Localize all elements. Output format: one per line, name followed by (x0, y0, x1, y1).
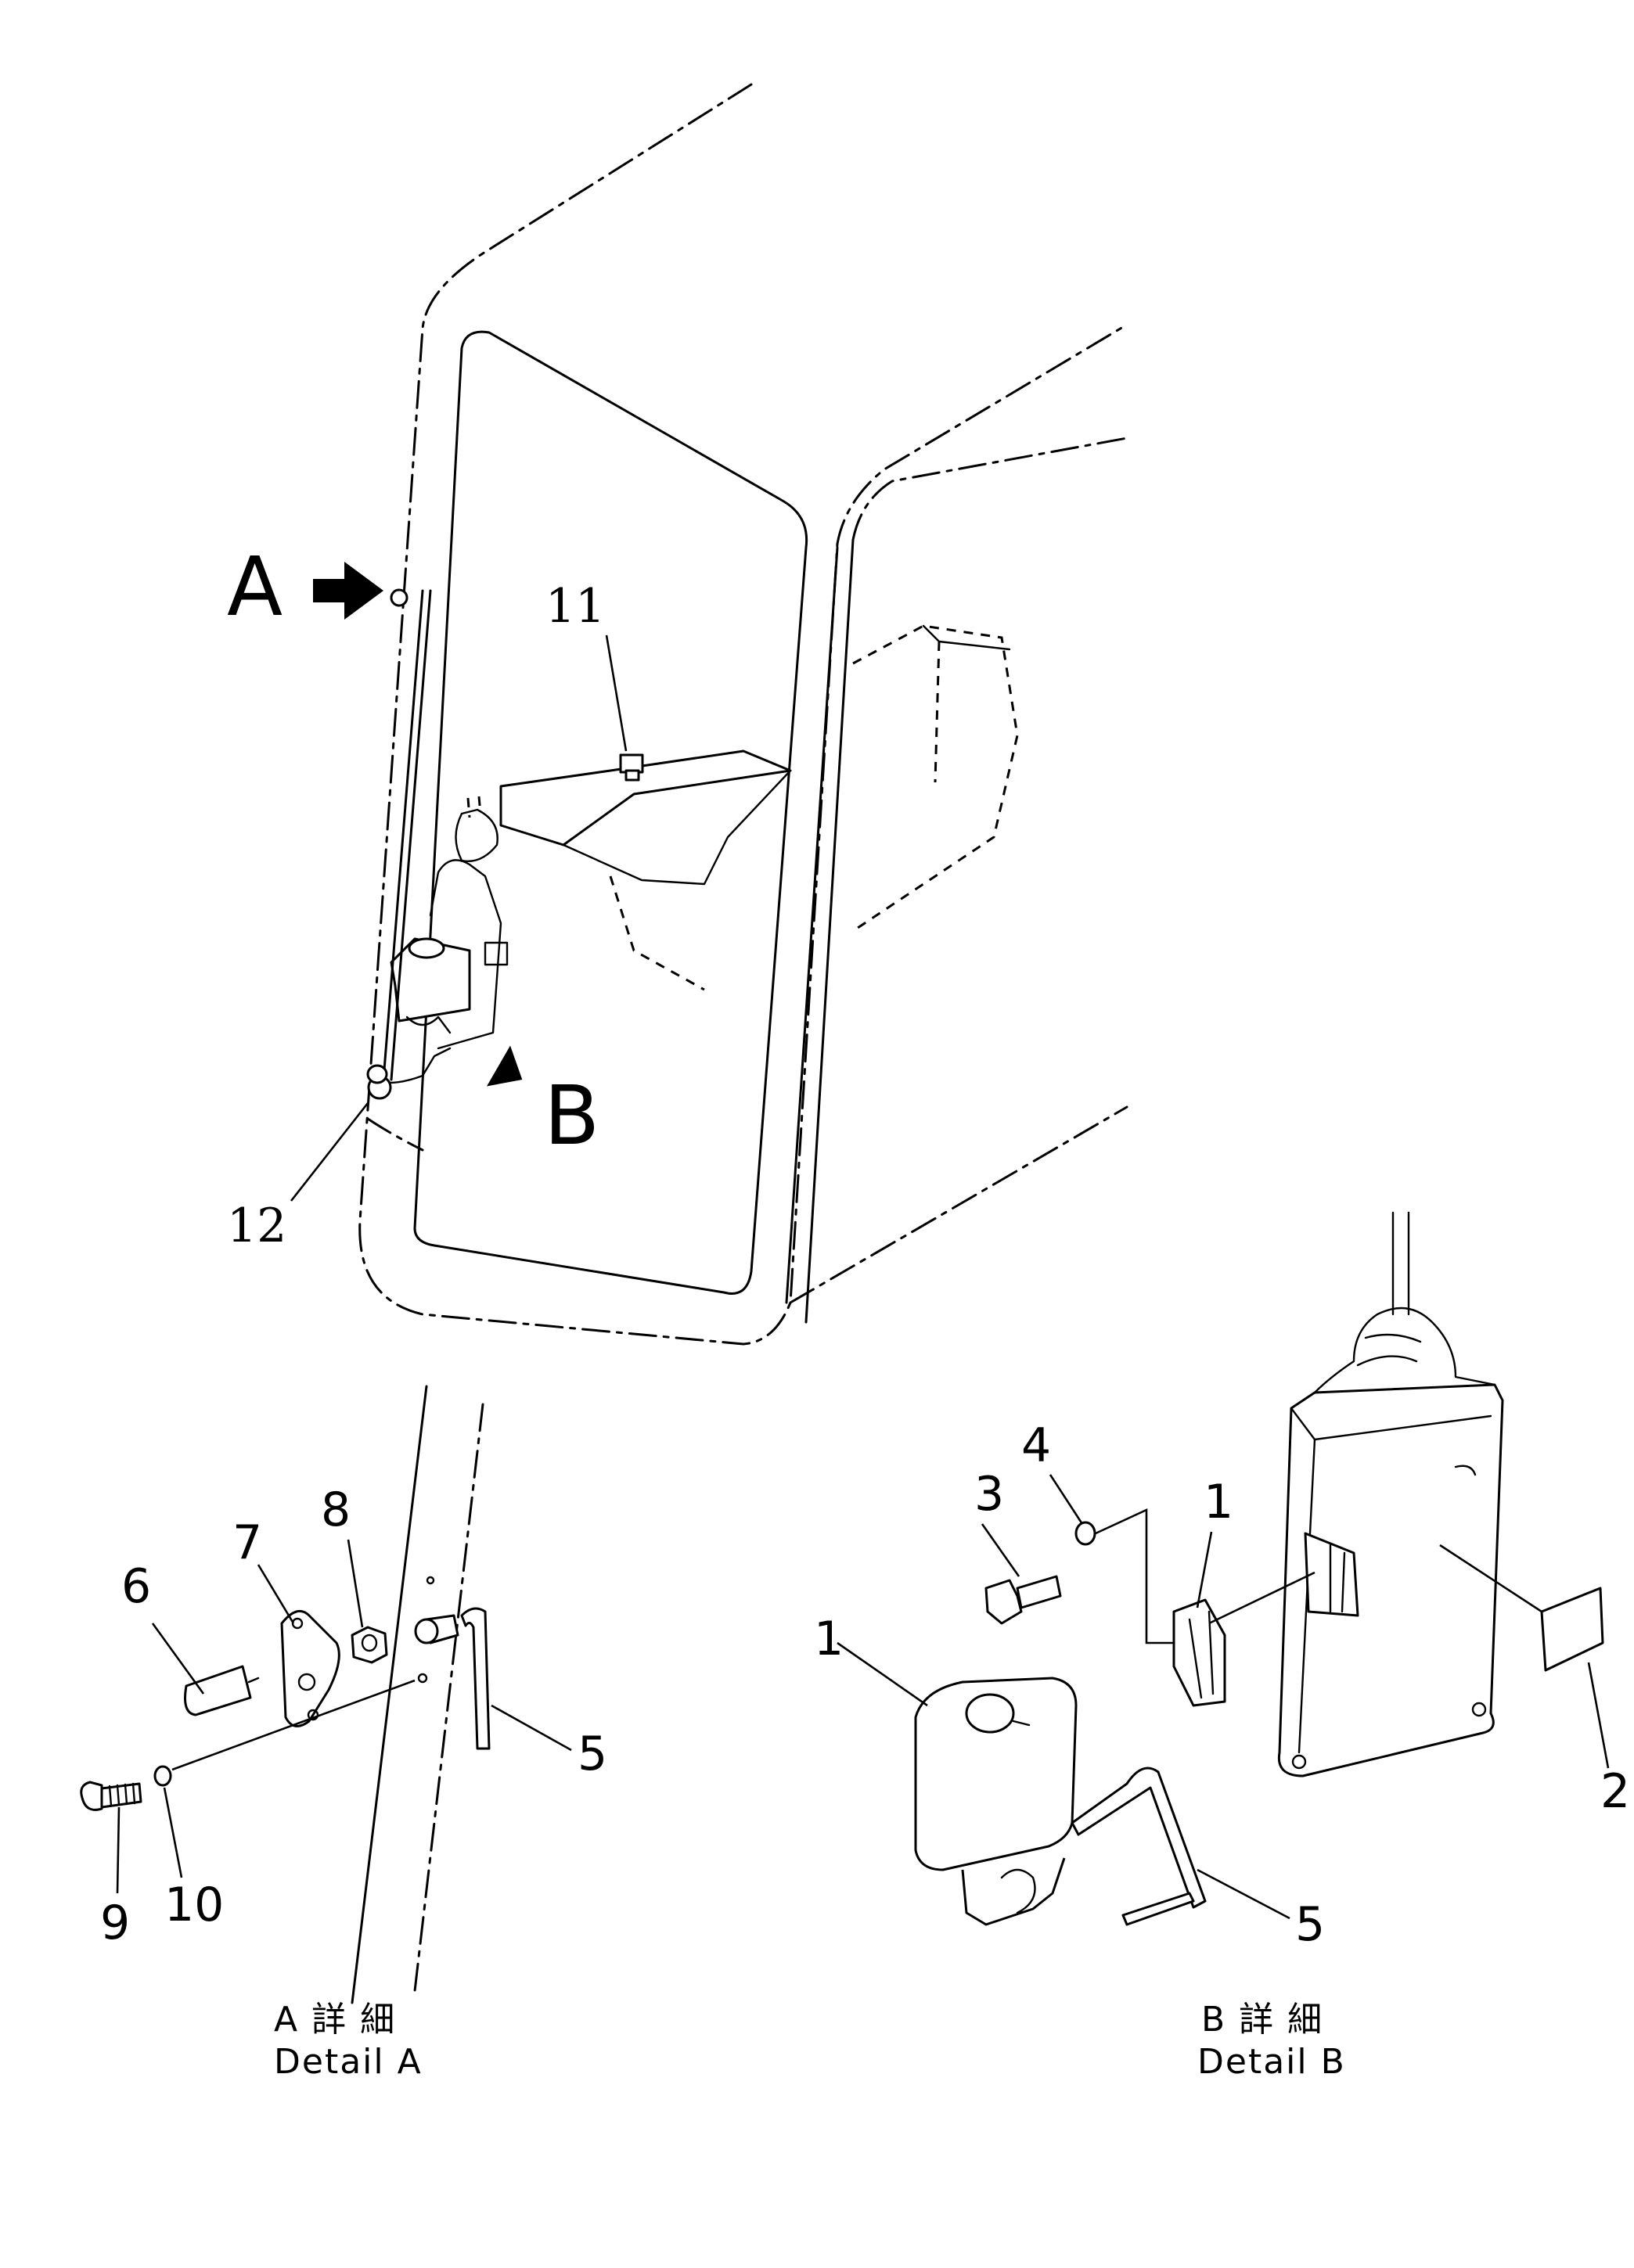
callout-db-5: 5 (1295, 1897, 1325, 1952)
caption-detail-a-en: Detail A (274, 2042, 423, 2082)
arrow-b-icon (487, 1045, 523, 1087)
arrow-a-icon (313, 562, 383, 620)
callout-db-3: 3 (974, 1467, 1004, 1522)
callout-da-6: 6 (121, 1559, 151, 1614)
callout-12: 12 (227, 1199, 286, 1253)
callout-da-8: 8 (321, 1483, 351, 1537)
callout-db-1-tank: 1 (814, 1612, 844, 1666)
view-label-b: B (544, 1068, 599, 1163)
callout-da-9: 9 (100, 1896, 130, 1950)
console-box (499, 624, 1019, 991)
leader-11 (605, 634, 628, 752)
caption-detail-b-jp: B 詳 細 (1201, 2000, 1323, 2040)
washer-tank-main (370, 796, 509, 1084)
callout-db-1-bracket: 1 (1204, 1475, 1233, 1529)
switch-11 (619, 753, 644, 782)
callout-da-5: 5 (578, 1727, 607, 1781)
washer-pipe (366, 588, 432, 1100)
callout-11: 11 (545, 579, 605, 634)
callout-db-2: 2 (1600, 1764, 1630, 1819)
callout-db-4: 4 (1021, 1418, 1051, 1473)
callout-da-10: 10 (164, 1878, 224, 1932)
callout-da-7: 7 (232, 1515, 262, 1570)
detail-a (80, 1385, 491, 2004)
caption-detail-a-jp: A 詳 細 (274, 2000, 396, 2040)
detail-b (914, 1211, 1604, 1926)
caption-detail-b-en: Detail B (1197, 2042, 1346, 2082)
cab-outline (358, 83, 1128, 1346)
view-label-a: A (227, 539, 283, 634)
leader-12 (290, 1102, 369, 1202)
